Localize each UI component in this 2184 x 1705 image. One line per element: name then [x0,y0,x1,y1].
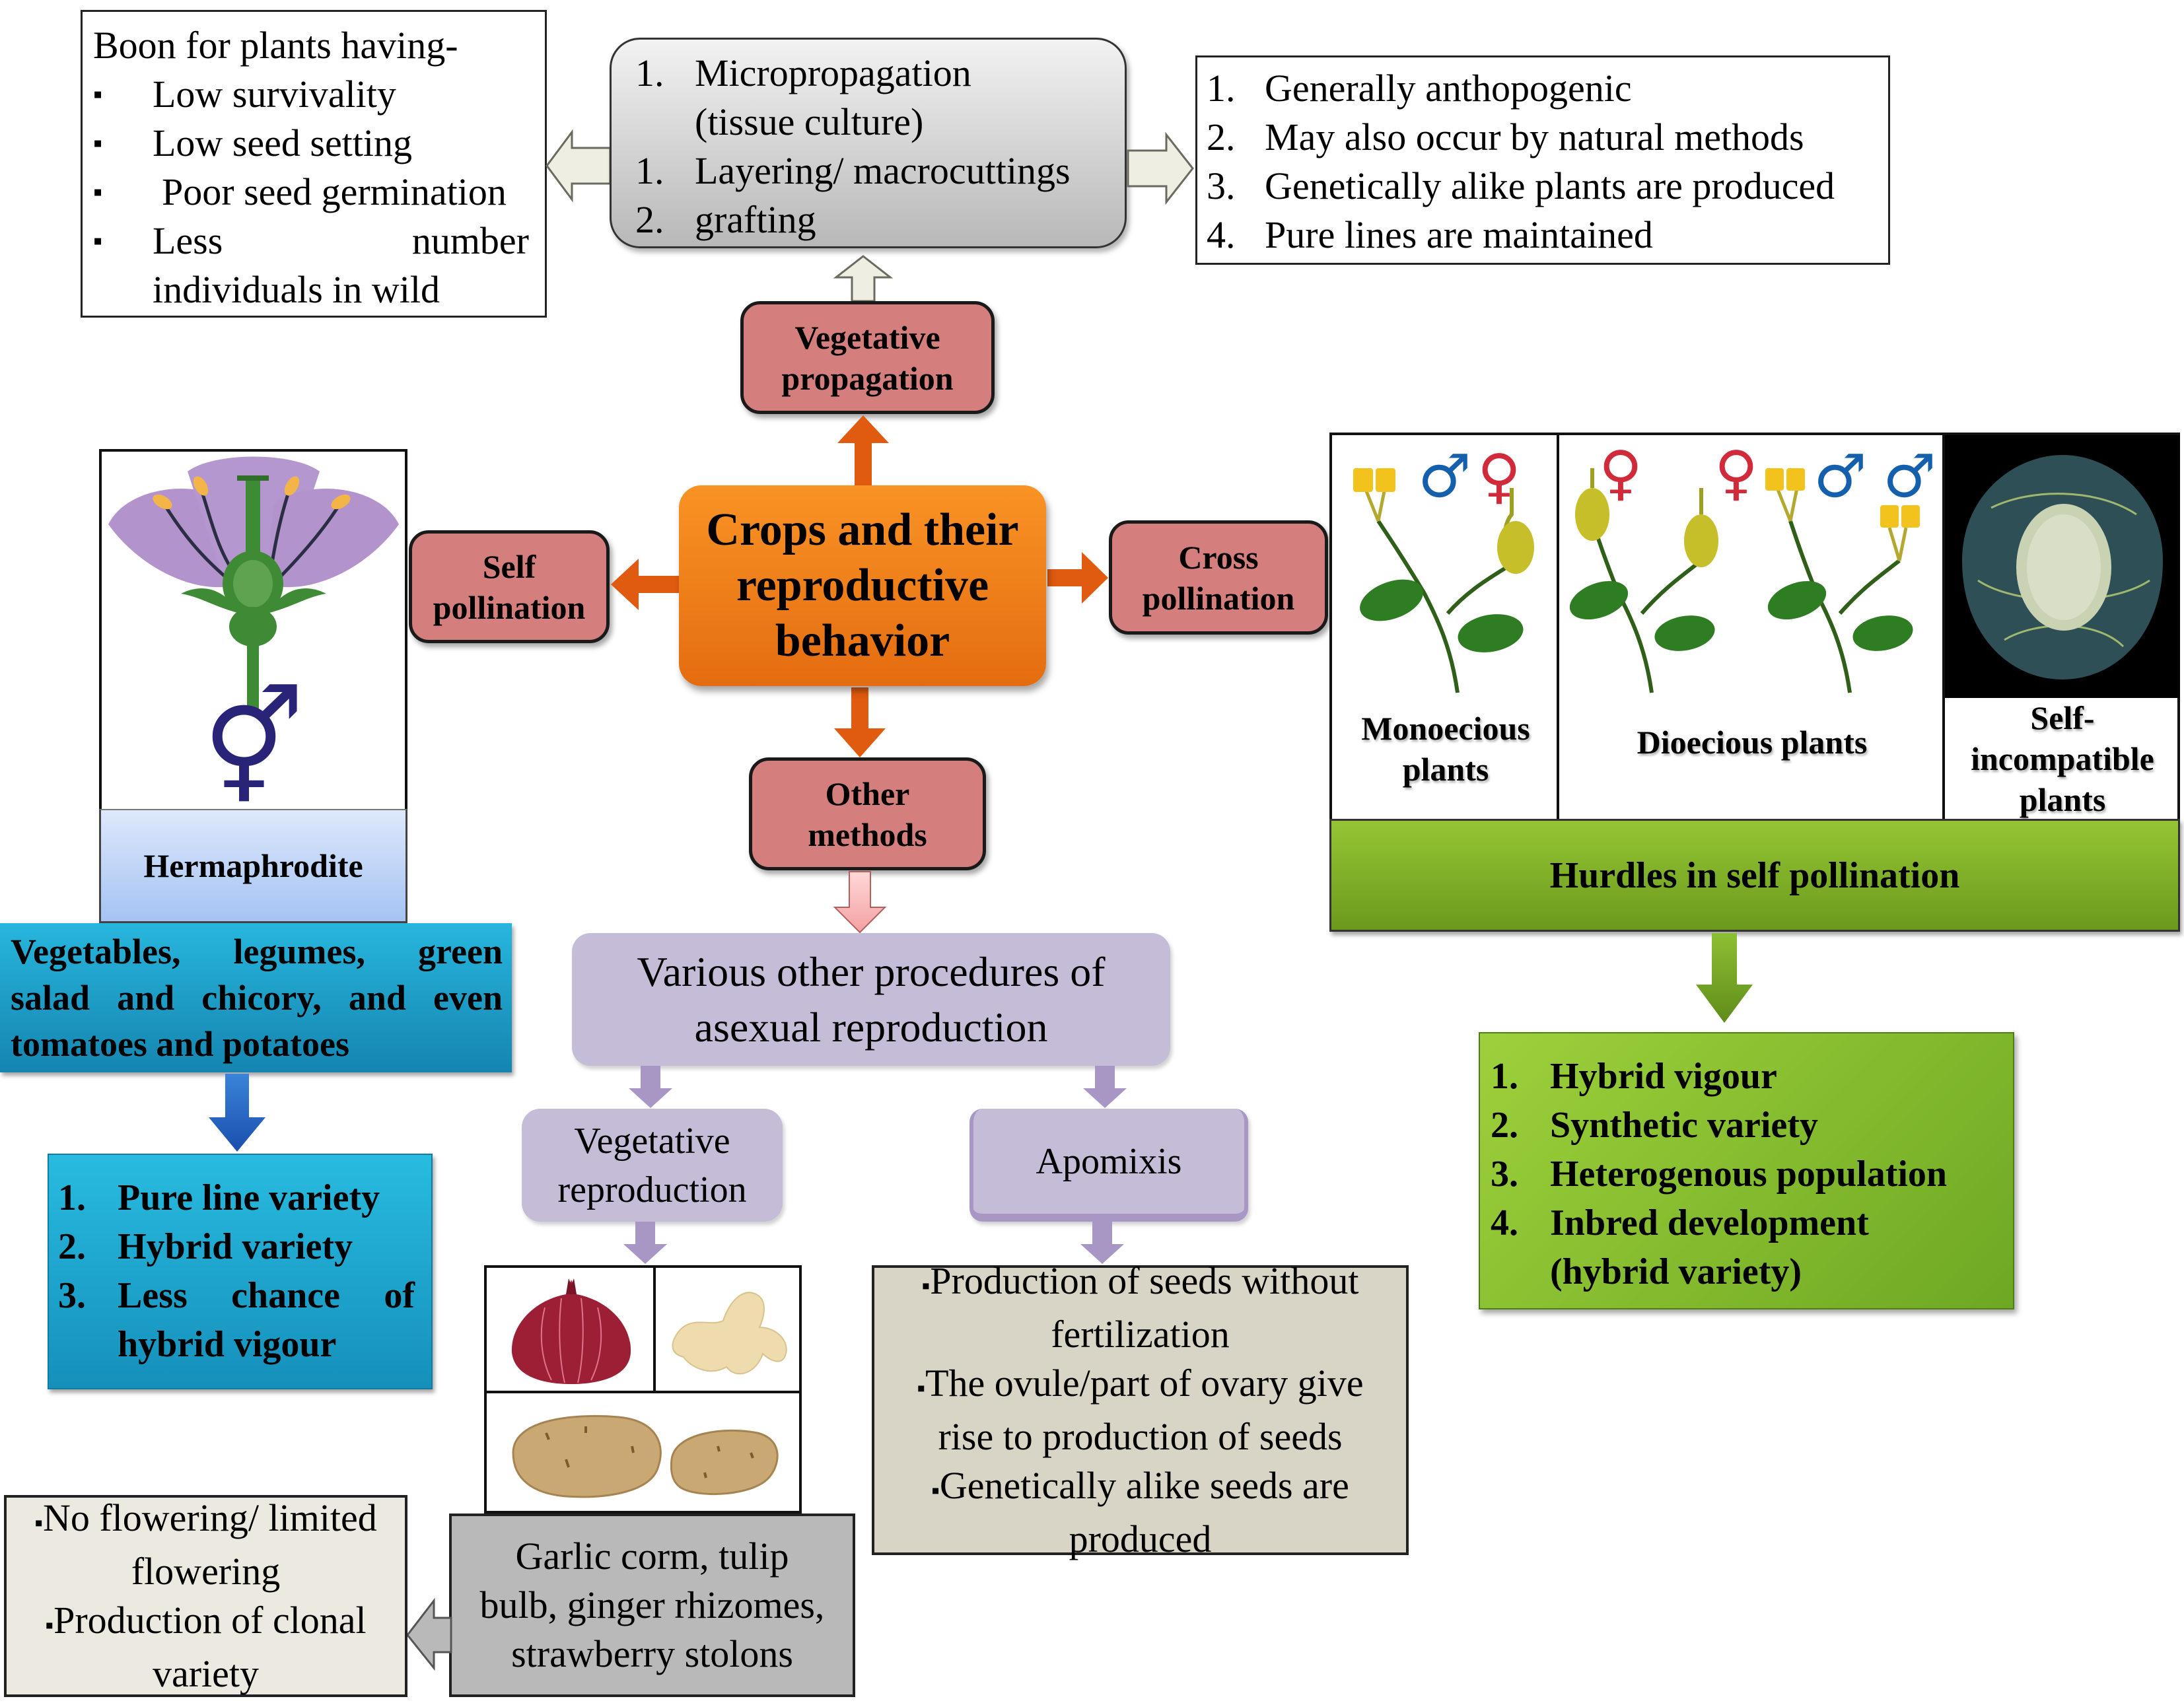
arrow-down-to-veg-examples [623,1222,667,1264]
grid-divider [653,1268,656,1393]
monoecious-cell: ♂ ♀ Monoecious plants [1332,435,1559,819]
cross-outcome-item: 1.Hybrid vigour [1491,1056,1777,1097]
apomixis-node[interactable]: Apomixis [969,1109,1248,1222]
arrow-down-to-apomixis-traits [1080,1222,1124,1264]
monoecious-label: Monoecious plants [1361,710,1530,788]
cross-pollination-image-row: ♂ ♀ Monoecious plants [1329,433,2180,819]
onion-icon [511,1278,631,1384]
female-symbol-icon: ♀ [1477,442,1521,511]
arrow-center-right [1047,552,1108,604]
hermaphrodite-flower-icon [108,456,399,709]
self-pollinated-crops-box: Vegetables, legumes, green salad and chi… [0,923,512,1072]
cross-outcome-item: 2.Synthetic variety [1491,1105,1818,1146]
vegetative-traits-box: 1.Generally anthopogenic 2.May also occu… [1195,55,1890,265]
self-outcome-item: 3.Less chance of hybrid vigour [58,1275,415,1365]
vegetative-traits-list: 1.Generally anthopogenic 2.May also occu… [1207,64,1879,260]
hermaphrodite-symbol-icon: ⚥ [203,683,304,814]
dioecious-cell: ♀ ♀ ♂ ♂ Dioecious plants [1559,435,1945,819]
arrow-down-self-outcomes [209,1074,265,1152]
vegetative-methods-list: 1.Micropropagation (tissue culture) 1.La… [635,49,1111,244]
male-symbol-icon: ♂ [1814,442,1867,511]
trait-item: 3.Genetically alike plants are produced [1207,164,1835,207]
asexual-reproduction-node[interactable]: Various other procedures of asexual repr… [572,933,1170,1066]
hurdles-bar: Hurdles in self pollination [1329,819,2180,932]
potato-tuber-icon [512,1415,779,1498]
method-item: 1.Micropropagation (tissue culture) [635,52,971,143]
male-symbol-icon: ♂ [1418,442,1471,511]
self-incompatible-cell: Self-incompatible plants [1945,435,2180,819]
trait-item: 2.May also occur by natural methods [1207,116,1804,158]
self-outcome-item: 1.Pure line variety [58,1177,380,1218]
arrow-down-to-veg-reproduction [629,1066,672,1108]
arrow-right-to-traits [1127,131,1194,205]
arrow-up-to-methods [833,255,894,302]
method-item: 1.Layering/ macrocuttings [635,149,1071,192]
cross-outcomes-list: 1.Hybrid vigour 2.Synthetic variety 3.He… [1491,1052,2000,1296]
arrow-left-to-boon [546,129,612,203]
ginger-rhizome-icon [672,1292,787,1375]
boon-heading: Boon for plants having- [93,24,458,67]
cross-outcome-item: 3.Heterogenous population [1491,1154,1948,1195]
other-methods-node[interactable]: Other methods [749,757,986,870]
self-incompatible-label: Self-incompatible plants [1971,699,2154,818]
trait-item: 1.Generally anthopogenic [1207,67,1632,110]
cross-pollination-node[interactable]: Cross pollination [1109,520,1328,635]
apomixis-traits-box: ▪Production of seeds without fertilizati… [872,1259,1409,1560]
cross-outcome-item: 4.Inbred development (hybrid variety) [1491,1202,1869,1292]
trait-item: 4.Pure lines are maintained [1207,213,1653,256]
central-topic-node[interactable]: Crops and their reproductive behavior [679,485,1046,686]
self-outcomes-list: 1.Pure line variety 2.Hybrid variety 3.L… [58,1173,417,1369]
arrow-down-to-apomixis [1083,1066,1127,1108]
arrow-center-down [834,687,886,757]
boon-item: ▪Low seed setting [93,122,413,164]
arrow-down-cross-outcomes [1696,933,1753,1023]
vegetative-methods-box: 1.Micropropagation (tissue culture) 1.La… [610,38,1127,248]
dioecious-female-plant-icon [1569,468,1718,693]
grid-divider [487,1391,799,1393]
female-symbol-icon: ♀ [1599,438,1642,508]
arrow-down-to-asexual [833,871,887,934]
arrow-left-to-veg-traits [406,1597,452,1671]
male-symbol-icon: ♂ [1883,442,1936,511]
female-symbol-icon: ♀ [1714,438,1758,508]
dioecious-label: Dioecious plants [1637,724,1868,761]
cabbage-icon [1962,455,2163,679]
boon-item: ▪Low survivality [93,73,396,116]
method-item: 2.grafting [635,198,816,241]
flower-image-box: ⚥ [99,449,407,812]
arrow-center-left [611,559,680,610]
vegetative-reproduction-node[interactable]: Vegetative reproduction [522,1109,783,1222]
boon-item: ▪Poor seed germination [93,170,507,213]
vegetative-examples-box: Garlic corm, tulip bulb, ginger rhizomes… [449,1514,855,1697]
vegetative-propagation-node[interactable]: Vegetative propagation [740,301,995,414]
hermaphrodite-label: Hermaphrodite [99,809,407,923]
self-outcome-item: 2.Hybrid variety [58,1226,353,1267]
monoecious-plant-icon [1353,468,1534,693]
boon-item: ▪Less number individuals in wild [93,219,529,311]
vegetative-examples-images [484,1265,802,1514]
cross-pollination-outcomes-box: 1.Hybrid vigour 2.Synthetic variety 3.He… [1479,1032,2014,1309]
cabbage-image [1945,435,2180,698]
vegetative-traits-box: ▪No flowering/ limited flowering ▪Produc… [4,1495,407,1697]
boon-list: ▪Low survivality ▪Low seed setting ▪Poor… [93,70,534,314]
boon-box: Boon for plants having- ▪Low survivality… [81,10,547,318]
self-pollination-node[interactable]: Self pollination [409,530,610,643]
arrow-center-up [837,415,889,485]
self-pollination-outcomes-box: 1.Pure line variety 2.Hybrid variety 3.L… [48,1154,433,1389]
dioecious-male-plant-icon [1765,468,1920,693]
